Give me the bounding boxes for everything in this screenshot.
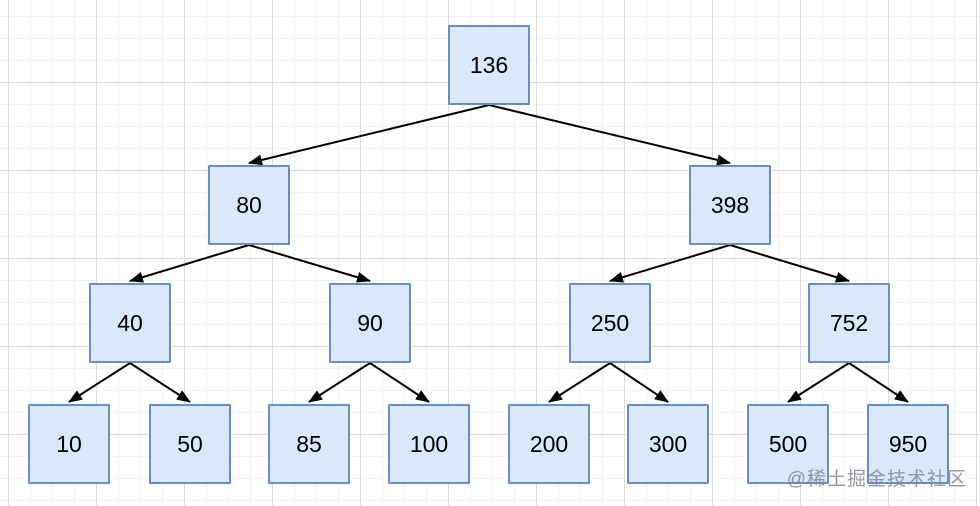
tree-edge-40-50 bbox=[129, 362, 191, 403]
tree-edge-40-10 bbox=[68, 362, 131, 403]
tree-edge-398-250 bbox=[609, 244, 731, 283]
tree-node-200: 200 bbox=[508, 404, 590, 484]
tree-node-752: 752 bbox=[808, 283, 890, 363]
tree-edge-752-500 bbox=[787, 362, 850, 403]
tree-edge-136-80 bbox=[248, 104, 490, 166]
tree-node-398: 398 bbox=[689, 165, 771, 245]
tree-edge-90-85 bbox=[308, 362, 371, 403]
tree-node-500: 500 bbox=[747, 404, 829, 484]
tree-edge-398-752 bbox=[729, 244, 850, 283]
tree-edge-250-300 bbox=[609, 362, 669, 403]
tree-edge-136-398 bbox=[488, 104, 731, 166]
tree-node-100: 100 bbox=[388, 404, 470, 484]
tree-node-136: 136 bbox=[448, 25, 530, 105]
tree-node-300: 300 bbox=[627, 404, 709, 484]
tree-node-85: 85 bbox=[268, 404, 350, 484]
tree-node-50: 50 bbox=[149, 404, 231, 484]
tree-node-90: 90 bbox=[329, 283, 411, 363]
tree-edge-80-90 bbox=[248, 244, 371, 283]
tree-node-950: 950 bbox=[867, 404, 949, 484]
tree-node-40: 40 bbox=[89, 283, 171, 363]
tree-edge-752-950 bbox=[848, 362, 909, 403]
tree-edge-80-40 bbox=[129, 244, 250, 283]
tree-edge-90-100 bbox=[369, 362, 430, 403]
tree-node-10: 10 bbox=[28, 404, 110, 484]
tree-node-250: 250 bbox=[569, 283, 651, 363]
tree-edge-250-200 bbox=[548, 362, 611, 403]
tree-node-80: 80 bbox=[208, 165, 290, 245]
